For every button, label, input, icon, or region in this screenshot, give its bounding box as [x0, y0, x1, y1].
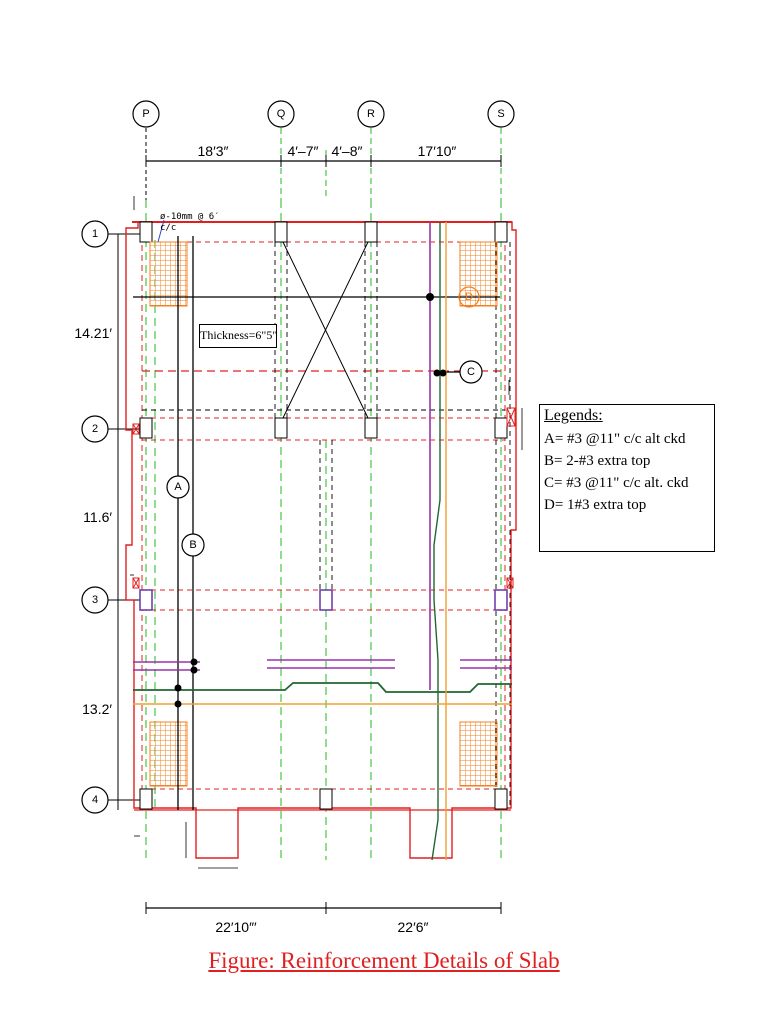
- rebar-tag-D: [458, 286, 480, 308]
- rebar-tag-B-label: B: [189, 539, 196, 551]
- dim-top-mid-R: 4′–8″: [332, 143, 363, 159]
- slab-bar-note-line1: ø-10mm @ 6′: [160, 212, 220, 222]
- slab-outline: [125, 221, 517, 859]
- dim-top-P-Q: 18′3″: [198, 143, 229, 159]
- staircase-cross: [282, 241, 369, 419]
- dim-bottom-left: 22′10″′: [215, 919, 257, 935]
- column-gridlines: P Q R S: [132, 100, 515, 860]
- grid-bubble-S: [487, 100, 515, 128]
- thickness-label: Thickness=6"5": [199, 324, 277, 348]
- rebar-tag-C-label: C: [467, 366, 475, 378]
- beam-lines: [142, 241, 505, 790]
- legend-item-B: B= 2-#3 extra top: [544, 453, 651, 469]
- dim-left-1-2: 14.21′: [74, 325, 112, 341]
- grid-label-S: S: [497, 108, 504, 120]
- grid-label-2: 2: [92, 423, 98, 435]
- rebar-tag-D-label: D: [465, 291, 473, 303]
- slab-bar-note-line2: c/c: [160, 223, 177, 233]
- grid-label-R: R: [367, 108, 375, 120]
- figure-caption-text: Figure: Reinforcement Details of Slab: [208, 948, 560, 973]
- grid-label-Q: Q: [277, 108, 286, 120]
- legend-box: Legends: A= #3 @11" c/c alt ckd B= 2-#3 …: [539, 404, 715, 552]
- legend-item-D: D= 1#3 extra top: [544, 497, 647, 513]
- rebar-tag-B: [181, 533, 205, 557]
- dim-top-R-S: 17′10″: [418, 143, 457, 159]
- dim-top-Q-mid: 4′–7″: [288, 143, 319, 159]
- columns: [139, 221, 508, 810]
- legend-item-C: C= #3 @11" c/c alt. ckd: [544, 475, 689, 491]
- figure-caption: Figure: Reinforcement Details of Slab: [0, 948, 768, 974]
- row-gridlines: 1 2 3 4: [81, 220, 150, 814]
- legend-item-A: A= #3 @11" c/c alt ckd: [544, 431, 686, 447]
- legend-title: Legends:: [544, 407, 603, 424]
- grid-label-4: 4: [92, 794, 98, 806]
- dim-left-3-4: 13.2′: [82, 701, 112, 717]
- left-dimension-line: 14.21′ 11.6′ 13.2′: [74, 234, 119, 810]
- dim-bottom-right: 22′6″: [398, 919, 429, 935]
- bottom-dimension-line: 22′10″′ 22′6″: [145, 902, 502, 935]
- grid-bubble-P: [132, 100, 160, 128]
- grid-bubble-Q: [267, 100, 295, 128]
- dim-left-2-3: 11.6′: [83, 509, 112, 525]
- grid-bubble-R: [357, 100, 385, 128]
- grid-label-3: 3: [92, 594, 98, 606]
- slab-bar-note: ø-10mm @ 6′ c/c: [160, 212, 220, 234]
- grid-label-1: 1: [92, 228, 98, 240]
- rebar-tags: A B C D: [166, 286, 483, 557]
- rebar-tag-A: [166, 475, 190, 499]
- rebar-tag-C: [459, 360, 483, 384]
- grid-label-P: P: [142, 108, 149, 120]
- top-dimension-line: 18′3″ 4′–7″ 4′–8″ 17′10″: [145, 143, 502, 167]
- mesh-patches: [149, 241, 498, 787]
- rebar-tag-A-label: A: [174, 481, 182, 493]
